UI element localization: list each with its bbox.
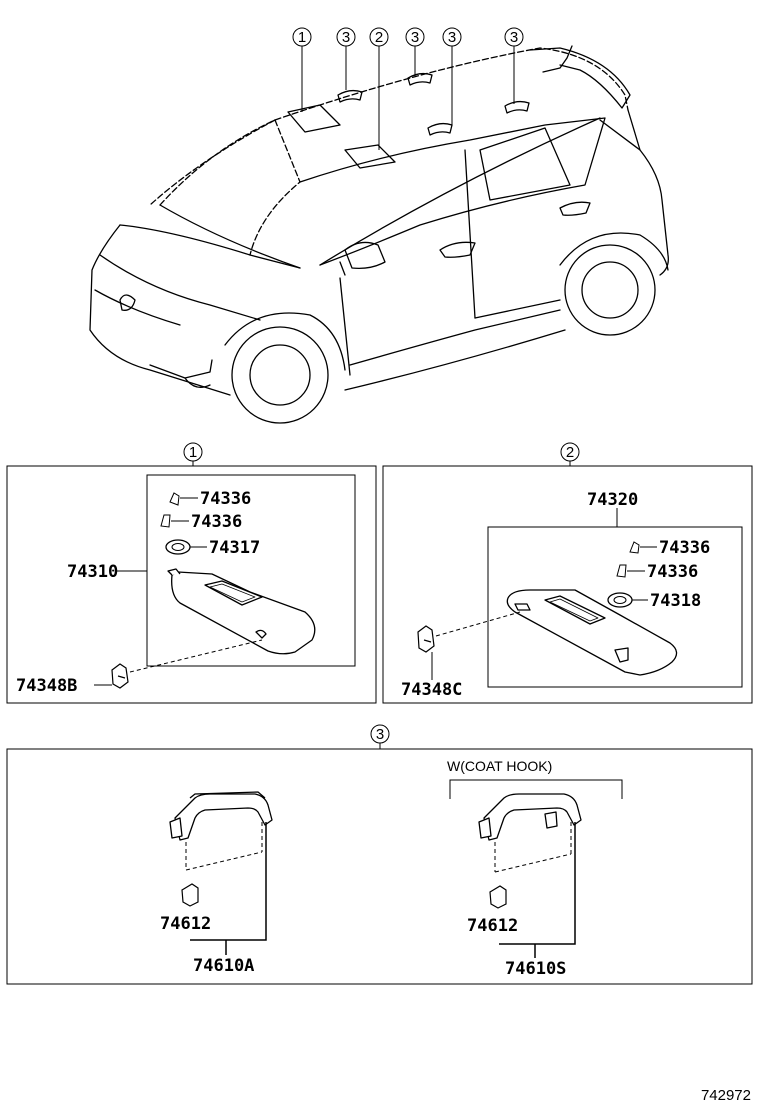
variant-bracket: [449, 779, 623, 799]
panel-3-header-label: 3: [376, 726, 384, 743]
visor-hook-icon: [417, 625, 435, 653]
holder-icon: [607, 592, 633, 608]
part-74336-c: 74336: [659, 538, 710, 558]
callout-3c: 3: [442, 27, 462, 47]
clip-icon: [160, 514, 171, 528]
callout-3d: 3: [504, 27, 524, 47]
callout-3c-label: 3: [448, 29, 456, 46]
callout-3a: 3: [336, 27, 356, 47]
panel-3-header: 3: [370, 724, 390, 749]
part-74612-right: 74612: [467, 916, 518, 936]
part-74610S: 74610S: [505, 959, 566, 979]
assist-grip-coat-hook-icon: [478, 793, 582, 841]
callout-2: 2: [369, 27, 389, 47]
assembly-guide-right: [494, 822, 572, 873]
panel-3-frame: [6, 748, 753, 985]
part-74348C: 74348C: [401, 680, 462, 700]
part-74612-left: 74612: [160, 914, 211, 934]
panel-1-header: 1: [183, 442, 203, 466]
callout-2-label: 2: [375, 29, 383, 46]
clip-icon: [616, 564, 627, 578]
part-74348B: 74348B: [16, 676, 77, 696]
part-74310: 74310: [67, 562, 118, 582]
callout-3d-label: 3: [510, 29, 518, 46]
part-74336-a: 74336: [200, 489, 251, 509]
part-74336-d: 74336: [647, 562, 698, 582]
panel-2-header: 2: [560, 442, 580, 466]
part-74320: 74320: [587, 490, 638, 510]
bracket-icon: [489, 885, 507, 909]
variant-label: W(COAT HOOK): [447, 758, 552, 774]
vehicle-illustration: [89, 45, 669, 424]
callout-3b-label: 3: [411, 29, 419, 46]
part-74610A: 74610A: [193, 956, 254, 976]
panel-2-inner-frame: [487, 526, 743, 688]
callout-1-label: 1: [298, 29, 306, 46]
part-74318: 74318: [650, 591, 701, 611]
part-74336-b: 74336: [191, 512, 242, 532]
assembly-bracket-right: [499, 822, 576, 958]
panel-2-header-label: 2: [566, 444, 574, 461]
callout-3a-label: 3: [342, 29, 350, 46]
assist-grip-icon: [169, 791, 273, 841]
reference-code: 742972: [701, 1087, 751, 1104]
holder-icon: [165, 539, 191, 555]
part-74317: 74317: [209, 538, 260, 558]
clip-icon: [169, 492, 180, 506]
panel-1-header-label: 1: [189, 444, 197, 461]
bracket-icon: [181, 883, 199, 907]
sun-visor-icon: [506, 589, 678, 676]
clip-icon: [629, 541, 640, 554]
assembly-bracket-left: [190, 822, 267, 955]
sun-visor-icon: [167, 568, 316, 655]
callout-leaders: [301, 46, 515, 150]
panel-1-frame: [6, 465, 377, 704]
callout-1: 1: [292, 27, 312, 47]
assembly-guide-left: [185, 822, 263, 871]
visor-hook-icon: [111, 663, 129, 689]
callout-3b: 3: [405, 27, 425, 47]
panel-2-frame: [382, 465, 753, 704]
